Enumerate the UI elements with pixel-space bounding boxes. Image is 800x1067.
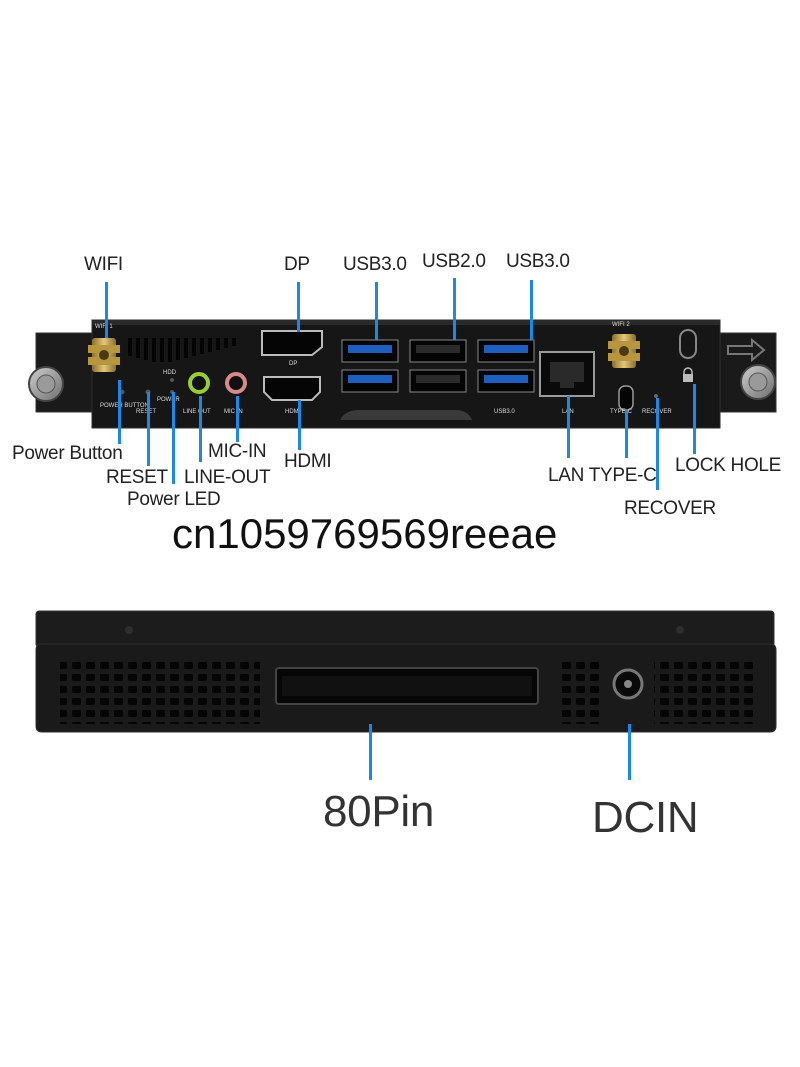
- label-reset: RESET: [106, 467, 168, 488]
- pointer-mic-in: [236, 396, 239, 442]
- pointer-usb20: [453, 278, 456, 340]
- silk-power-button: POWER BUTTON: [100, 403, 149, 409]
- label-mic-in: MIC-IN: [208, 441, 267, 462]
- label-power-led: Power LED: [127, 489, 221, 510]
- pointer-dp: [297, 282, 300, 332]
- silk-mic-in: MIC IN: [224, 409, 243, 415]
- pointer-80pin: [369, 724, 372, 780]
- label-power-button: Power Button: [12, 443, 123, 464]
- silk-wifi2: WIFI 2: [612, 322, 630, 328]
- label-dcin: DCIN: [592, 793, 699, 842]
- silk-line-out: LINE OUT: [183, 409, 211, 415]
- type-c-port: [618, 385, 634, 411]
- silk-reset: RESET: [136, 409, 157, 415]
- pointer-power-button: [118, 380, 121, 444]
- pointer-type-c: [625, 410, 628, 458]
- label-line-out: LINE-OUT: [184, 467, 271, 488]
- silk-wifi1: WIFI 1: [95, 324, 113, 330]
- pointer-line-out: [199, 396, 202, 462]
- line-out-jack: [188, 372, 210, 394]
- label-usb30-a: USB3.0: [343, 254, 407, 275]
- label-usb30-b: USB3.0: [506, 251, 570, 272]
- io-panel-device: [28, 319, 777, 429]
- pointer-lock-hole: [693, 384, 696, 454]
- silk-power: POWER: [157, 397, 180, 403]
- silk-hdmi: HDMI: [285, 409, 301, 415]
- silk-type-c: TYPE-C: [610, 409, 633, 415]
- silk-usb30: USB3.0: [494, 409, 515, 415]
- label-hdmi: HDMI: [284, 451, 332, 472]
- label-lan-typec: LAN TYPE-C: [548, 465, 657, 486]
- silk-hdd: HDD: [163, 370, 176, 376]
- pointer-recover: [656, 398, 659, 490]
- pointer-wifi: [105, 282, 108, 338]
- pointer-usb30-a: [375, 282, 378, 340]
- pointer-usb30-b: [530, 280, 533, 340]
- label-80pin: 80Pin: [323, 787, 435, 836]
- label-dp: DP: [284, 254, 310, 275]
- silk-dp: DP: [289, 361, 298, 367]
- pointer-power-led: [172, 392, 175, 484]
- label-wifi: WIFI: [84, 254, 123, 275]
- pointer-reset: [147, 392, 150, 466]
- pointer-hdmi: [298, 400, 301, 450]
- dp-port: [261, 330, 323, 356]
- pointer-lan: [567, 396, 570, 458]
- label-lock-hole: LOCK HOLE: [675, 455, 782, 476]
- pointer-dcin: [628, 724, 631, 780]
- label-usb20: USB2.0: [422, 251, 486, 272]
- label-recover: RECOVER: [624, 498, 716, 519]
- hdmi-port: [263, 376, 321, 401]
- watermark-text: cn1059769569reeae: [172, 510, 558, 557]
- mic-in-jack: [225, 372, 247, 394]
- edge-view-device: [35, 610, 777, 733]
